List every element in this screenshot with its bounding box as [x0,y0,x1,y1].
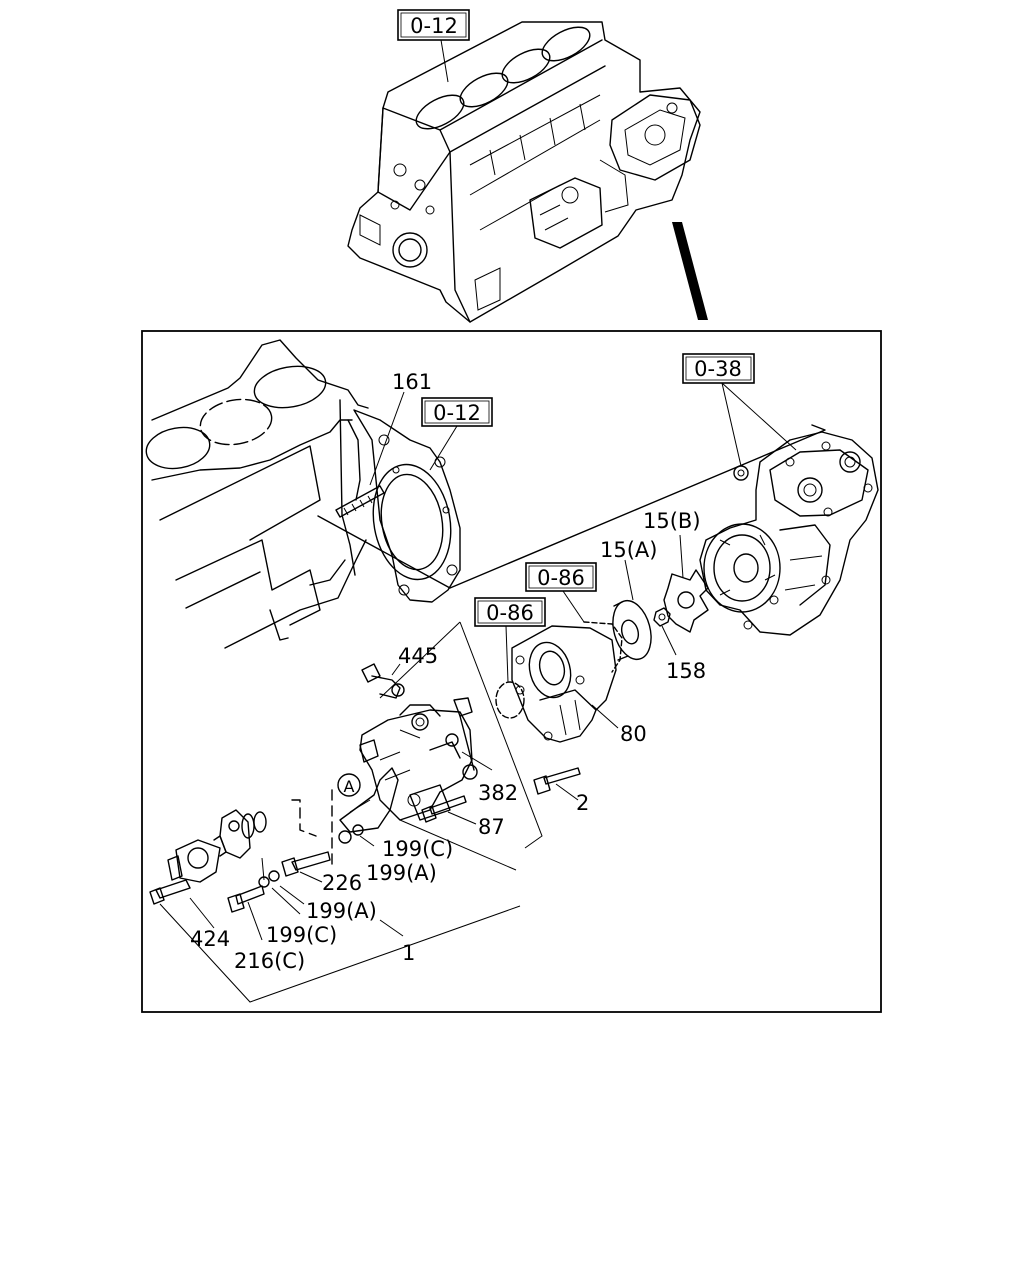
svg-text:0-86: 0-86 [537,566,585,590]
leader-161 [369,391,405,486]
nut-158 [653,607,671,627]
bolt-216c [227,885,265,913]
ref-box-0-12-top[interactable]: 0-12 [397,9,470,41]
label-2[interactable]: 2 [576,791,589,815]
hub-15a [612,599,652,661]
svg-text:0-86: 0-86 [486,601,534,625]
marker-a[interactable]: A [337,773,361,797]
ref-box-0-86-lower[interactable]: 0-86 [474,597,546,627]
leader-80 [591,704,619,729]
leader-15a [624,559,634,601]
label-199c-lower[interactable]: 199(C) [266,923,337,947]
leader-158 [661,625,677,656]
washers-lower [258,870,280,888]
bolt-87 [421,795,467,823]
solenoid-424 [149,835,227,905]
leader-226 [299,871,323,883]
svg-text:A: A [344,777,355,796]
label-199a-upper[interactable]: 199(A) [366,861,437,885]
washer-199c-upper [338,824,364,844]
label-80[interactable]: 80 [620,722,647,746]
label-15b[interactable]: 15(B) [643,509,701,533]
leader-2 [555,783,579,801]
label-161[interactable]: 161 [392,370,432,394]
label-87[interactable]: 87 [478,815,505,839]
label-199a-lower[interactable]: 199(A) [306,899,377,923]
leader-0-86-lower [505,625,509,683]
dashed-connector [291,789,333,871]
label-445[interactable]: 445 [398,644,438,668]
label-382[interactable]: 382 [478,781,518,805]
svg-text:0-38: 0-38 [694,357,742,381]
part-labels: 161 445 15(B) 15(A) 158 80 382 87 2 199(… [190,370,706,973]
label-1[interactable]: 1 [402,941,415,965]
o-ring-upper [583,621,623,673]
leader-445 [391,663,401,676]
coupling-15b [663,569,709,633]
cylinder-block-cutaway [145,339,826,649]
engine-block-overview [347,21,708,323]
leader-0-12-detail [429,425,458,471]
group-bracket-1 [159,835,521,1003]
leader-0-38 [721,382,797,467]
injection-pump [339,704,478,833]
leader-0-86-upper [562,590,585,623]
o-ring-lower [495,681,525,719]
ref-box-0-86-upper[interactable]: 0-86 [525,562,597,592]
label-424[interactable]: 424 [190,927,230,951]
label-199c-upper[interactable]: 199(C) [382,837,453,861]
label-158[interactable]: 158 [666,659,706,683]
air-compressor [699,431,879,636]
ref-box-0-38[interactable]: 0-38 [682,353,755,384]
gasket-plate [219,809,267,859]
label-15a[interactable]: 15(A) [600,538,657,562]
label-216c[interactable]: 216(C) [234,949,305,973]
leader-15b [679,534,684,579]
svg-text:0-12: 0-12 [410,14,458,38]
ref-box-0-12-detail[interactable]: 0-12 [421,397,493,427]
leader-87 [447,811,477,825]
bolt-2 [533,767,581,795]
part-382 [453,697,475,771]
label-226[interactable]: 226 [322,871,362,895]
group-bracket-445 [379,621,543,871]
fitting-445 [361,663,405,699]
bolt-226 [281,851,331,877]
detail-frame [141,330,882,1013]
housing-80 [511,625,617,743]
svg-text:0-12: 0-12 [433,401,481,425]
